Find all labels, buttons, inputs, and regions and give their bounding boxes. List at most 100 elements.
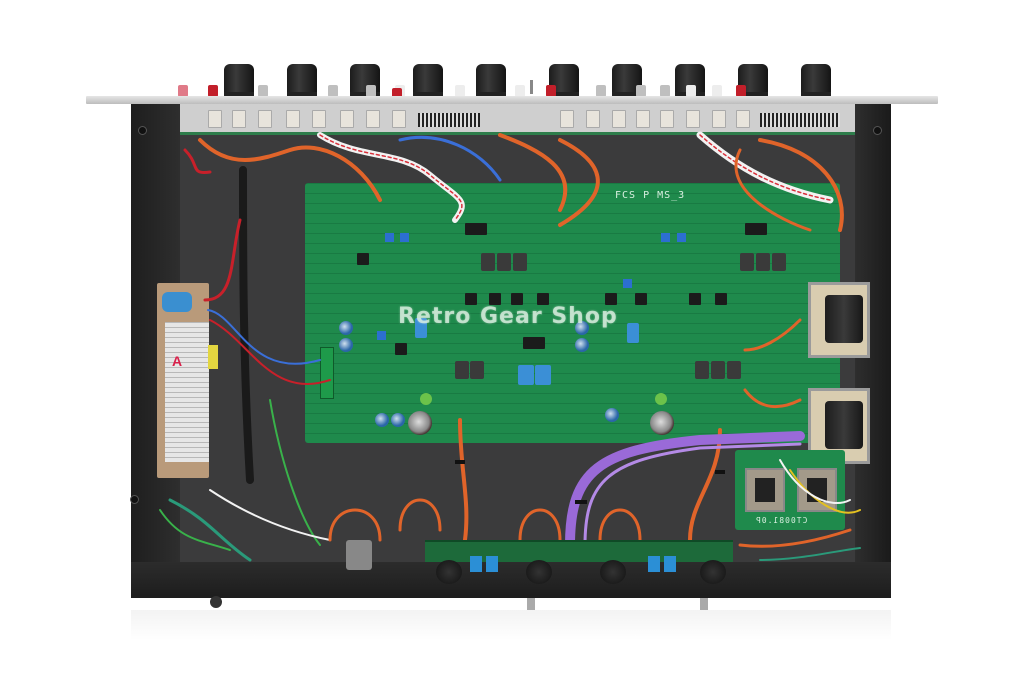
- relay: [727, 361, 741, 379]
- button-cap: [455, 85, 465, 97]
- switch-body: [686, 110, 700, 128]
- film-capacitor: [518, 365, 534, 385]
- button-cap: [178, 85, 188, 97]
- large-capacitor: [650, 411, 674, 435]
- ribbon-connector: [418, 113, 480, 127]
- toggle-switch: [530, 80, 533, 94]
- relay: [470, 361, 484, 379]
- switch-body: [340, 110, 354, 128]
- ic-chip: [745, 223, 767, 235]
- iec-power-inlet: [346, 540, 372, 570]
- transformer-pcb: CT0081.0P: [735, 450, 845, 530]
- ic-chip: [635, 293, 647, 305]
- electrolytic-capacitor: [339, 321, 353, 335]
- trimmer-pot: [400, 233, 409, 242]
- watermark: Retro Gear Shop: [398, 304, 618, 329]
- relay: [481, 253, 495, 271]
- button-cap: [258, 85, 268, 97]
- blue-switch: [664, 556, 676, 572]
- ic-chip: [537, 293, 549, 305]
- switch-body: [208, 110, 222, 128]
- relay: [756, 253, 770, 271]
- film-capacitor: [627, 323, 639, 343]
- relay: [695, 361, 709, 379]
- relay: [740, 253, 754, 271]
- relay: [513, 253, 527, 271]
- switch-body: [392, 110, 406, 128]
- relay: [711, 361, 725, 379]
- switch-body: [586, 110, 600, 128]
- blue-switch: [470, 556, 482, 572]
- button-cap: [515, 85, 525, 97]
- ic-chip: [689, 293, 701, 305]
- switch-body: [232, 110, 246, 128]
- switch-body: [366, 110, 380, 128]
- chassis-rear-rail: [131, 562, 891, 598]
- front-panel: [86, 96, 938, 104]
- button-cap: [392, 88, 402, 100]
- relay: [455, 361, 469, 379]
- relay: [497, 253, 511, 271]
- electrolytic-capacitor: [575, 321, 589, 335]
- ic-chip: [605, 293, 617, 305]
- main-pcb: FCS P MS_3: [305, 183, 840, 443]
- relay: [772, 253, 786, 271]
- knob-2: [287, 64, 317, 98]
- screw: [873, 126, 882, 135]
- electrolytic-capacitor: [605, 408, 619, 422]
- pcb-label: FCS P MS_3: [615, 190, 686, 201]
- trimmer-pot: [623, 279, 632, 288]
- trimmer-pot: [677, 233, 686, 242]
- floor-reflection: [131, 610, 891, 640]
- knob-4: [413, 64, 443, 98]
- switch-body: [712, 110, 726, 128]
- ribbon-connector: [760, 113, 840, 127]
- button-cap: [712, 85, 722, 97]
- blue-switch: [648, 556, 660, 572]
- green-capacitor: [655, 393, 667, 405]
- switch-body: [258, 110, 272, 128]
- screw-terminal: [320, 347, 334, 399]
- heatsink: [165, 322, 209, 462]
- button-cap: [596, 85, 606, 97]
- knob-5: [476, 64, 506, 98]
- ic-chip: [357, 253, 369, 265]
- knob-10: [801, 64, 831, 98]
- power-switch: [210, 596, 222, 608]
- ic-chip: [465, 223, 487, 235]
- switch-body: [312, 110, 326, 128]
- blue-switch: [486, 556, 498, 572]
- ic-chip: [395, 343, 407, 355]
- button-cap: [366, 85, 376, 97]
- trimmer-pot: [377, 331, 386, 340]
- trimmer-pot: [385, 233, 394, 242]
- button-cap: [660, 85, 670, 97]
- button-cap: [546, 85, 556, 97]
- ic-chip: [523, 337, 545, 349]
- film-capacitor: [415, 318, 427, 338]
- screw: [130, 495, 139, 504]
- ground-lug: [527, 598, 535, 610]
- button-cap: [208, 85, 218, 97]
- large-capacitor: [408, 411, 432, 435]
- electrolytic-capacitor: [391, 413, 405, 427]
- xlr-connector: [700, 560, 726, 584]
- psu-logo: A: [172, 353, 183, 369]
- xlr-connector: [436, 560, 462, 584]
- trimmer-pot: [661, 233, 670, 242]
- button-cap: [328, 85, 338, 97]
- y-capacitor: [162, 292, 192, 312]
- audio-transformer: [808, 282, 870, 358]
- small-transformer: [797, 468, 837, 512]
- electrolytic-capacitor: [375, 413, 389, 427]
- ic-chip: [511, 293, 523, 305]
- switch-body: [736, 110, 750, 128]
- switch-body: [286, 110, 300, 128]
- ic-chip: [465, 293, 477, 305]
- film-capacitor: [535, 365, 551, 385]
- electrolytic-capacitor: [575, 338, 589, 352]
- switch-body: [660, 110, 674, 128]
- switch-body: [636, 110, 650, 128]
- button-cap: [636, 85, 646, 97]
